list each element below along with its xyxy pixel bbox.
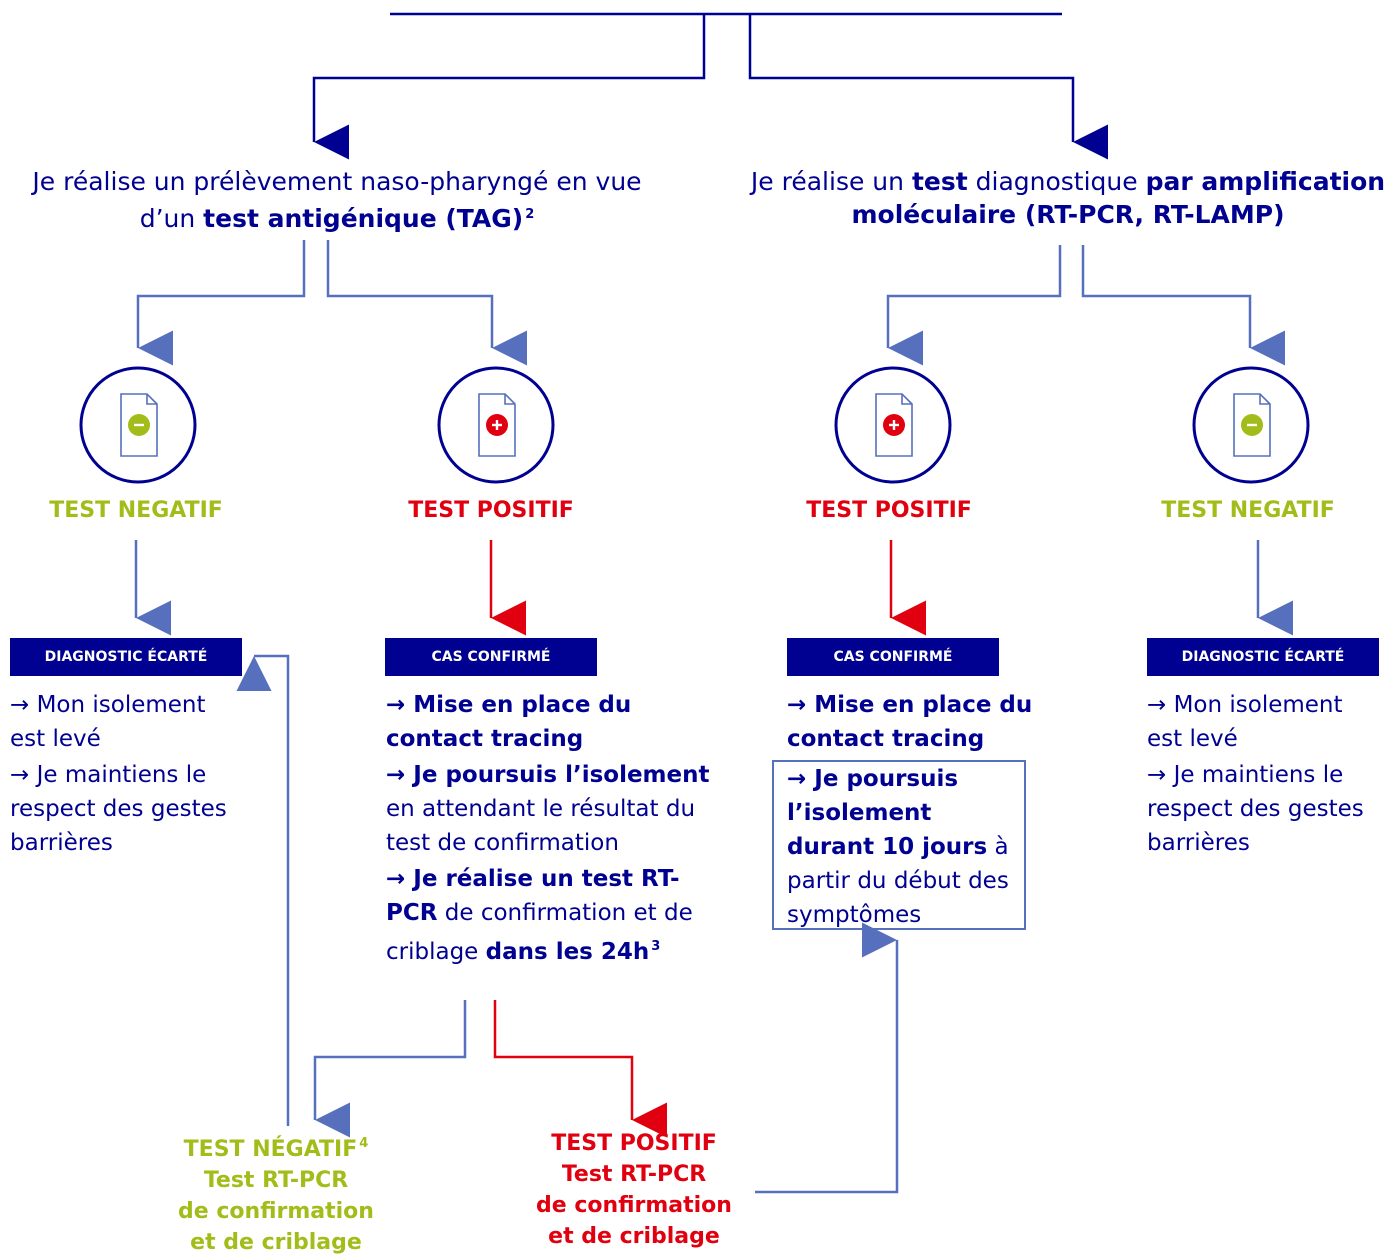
- action-item: → Je poursuis l’isolement durant 10 jour…: [787, 766, 1009, 928]
- left-negative-actions: → Mon isolement est levé → Je maintiens …: [10, 688, 240, 862]
- action-item: → Je réalise un test RT-PCR de confirmat…: [386, 866, 693, 965]
- right-negative-actions: → Mon isolement est levé → Je maintiens …: [1147, 688, 1379, 862]
- right-positive-actions: → Mise en place du contact tracing: [787, 688, 1047, 758]
- top-connector: [312, 12, 1108, 160]
- diagnostic-ecarte-badge: DIAGNOSTIC ÉCARTÉ: [10, 638, 242, 676]
- action-item: → Mon isolement est levé: [1147, 692, 1343, 752]
- diagnostic-ecarte-badge: DIAGNOSTIC ÉCARTÉ: [1147, 638, 1379, 676]
- action-item: → Je maintiens le respect des gestes bar…: [10, 762, 227, 856]
- file-plus-icon: [437, 366, 555, 484]
- branch-connectors: [134, 240, 1293, 1194]
- action-item: → Mon isolement est levé: [10, 692, 206, 752]
- file-minus-icon: [1192, 366, 1310, 484]
- test-negatif-label: TEST NEGATIF: [49, 498, 223, 523]
- action-item: → Mise en place du contact tracing: [787, 692, 1033, 752]
- confirmation-positive: TEST POSITIF Test RT-PCR de confirmation…: [536, 1131, 732, 1249]
- file-minus-icon: [79, 366, 197, 484]
- isolation-box: [772, 760, 1026, 930]
- cas-confirme-badge: CAS CONFIRMÉ: [787, 638, 999, 676]
- left-title: Je réalise un prélèvement naso-pharyngé …: [32, 167, 642, 233]
- action-item: → Je maintiens le respect des gestes bar…: [1147, 762, 1364, 856]
- test-positif-label: TEST POSITIF: [806, 498, 972, 523]
- file-plus-icon: [834, 366, 952, 484]
- red-connectors: [489, 540, 926, 1138]
- cas-confirme-badge: CAS CONFIRMÉ: [385, 638, 597, 676]
- test-positif-label: TEST POSITIF: [408, 498, 574, 523]
- isolation-text: → Je poursuis l’isolement durant 10 jour…: [787, 762, 1015, 934]
- left-positive-actions: → Mise en place du contact tracing → Je …: [386, 688, 716, 971]
- test-negatif-label: TEST NEGATIF: [1161, 498, 1335, 523]
- action-item: → Je poursuis l’isolement en attendant l…: [386, 762, 710, 856]
- action-item: → Mise en place du contact tracing: [386, 692, 632, 752]
- right-title: Je réalise un test diagnostique par ampl…: [750, 167, 1386, 229]
